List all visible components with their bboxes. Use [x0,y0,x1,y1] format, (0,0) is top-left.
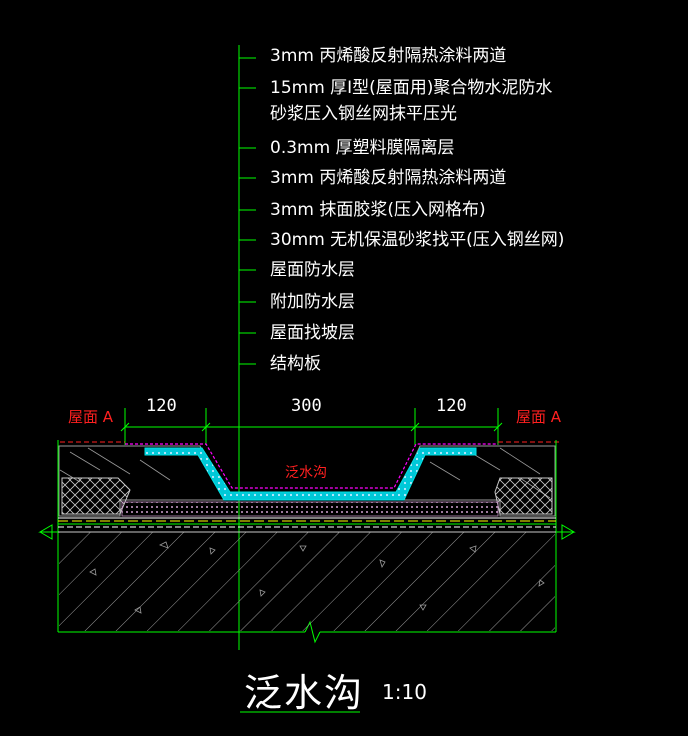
layer-label-8: 屋面防水层 [270,260,355,280]
insulation-right [494,477,553,515]
layer-label-4: 0.3mm 厚塑料膜隔离层 [270,138,455,158]
leader-ticks [239,57,256,365]
dimension-middle: 300 [291,396,322,416]
dimension-right: 120 [436,396,467,416]
roof-label-left: 屋面 A [68,408,114,426]
membrane-layers [58,517,556,528]
layer-label-1: 3mm 丙烯酸反射隔热涂料两道 [270,46,507,66]
layer-label-2: 15mm 厚I型(屋面用)聚合物水泥防水 [270,78,553,98]
roof-label-right: 屋面 A [516,408,562,426]
drawing-scale: 1:10 [382,680,427,704]
screed-texture [59,447,551,499]
drawing-title: 泛水沟 [244,671,365,715]
layer-label-3: 砂浆压入钢丝网抹平压光 [270,104,457,124]
dimension-lines [120,408,503,445]
layer-label-5: 3mm 丙烯酸反射隔热涂料两道 [270,168,507,188]
break-line-right [556,524,576,540]
gutter-coating [125,443,498,489]
gutter-membrane-dots [145,448,476,500]
layer-label-9: 附加防水层 [270,292,355,312]
dimension-left: 120 [146,396,177,416]
layer-label-6: 3mm 抹面胶浆(压入网格布) [270,200,486,220]
insulation-left [61,477,131,515]
break-line-left [38,524,58,540]
leveling-layer [121,501,499,517]
layer-label-11: 结构板 [270,354,321,374]
structural-slab [59,532,555,631]
slab-aggregate [89,541,545,614]
layer-label-7: 30mm 无机保温砂浆找平(压入钢丝网) [270,230,565,250]
gutter-label: 泛水沟 [285,465,327,481]
layer-label-10: 屋面找坡层 [270,323,355,343]
